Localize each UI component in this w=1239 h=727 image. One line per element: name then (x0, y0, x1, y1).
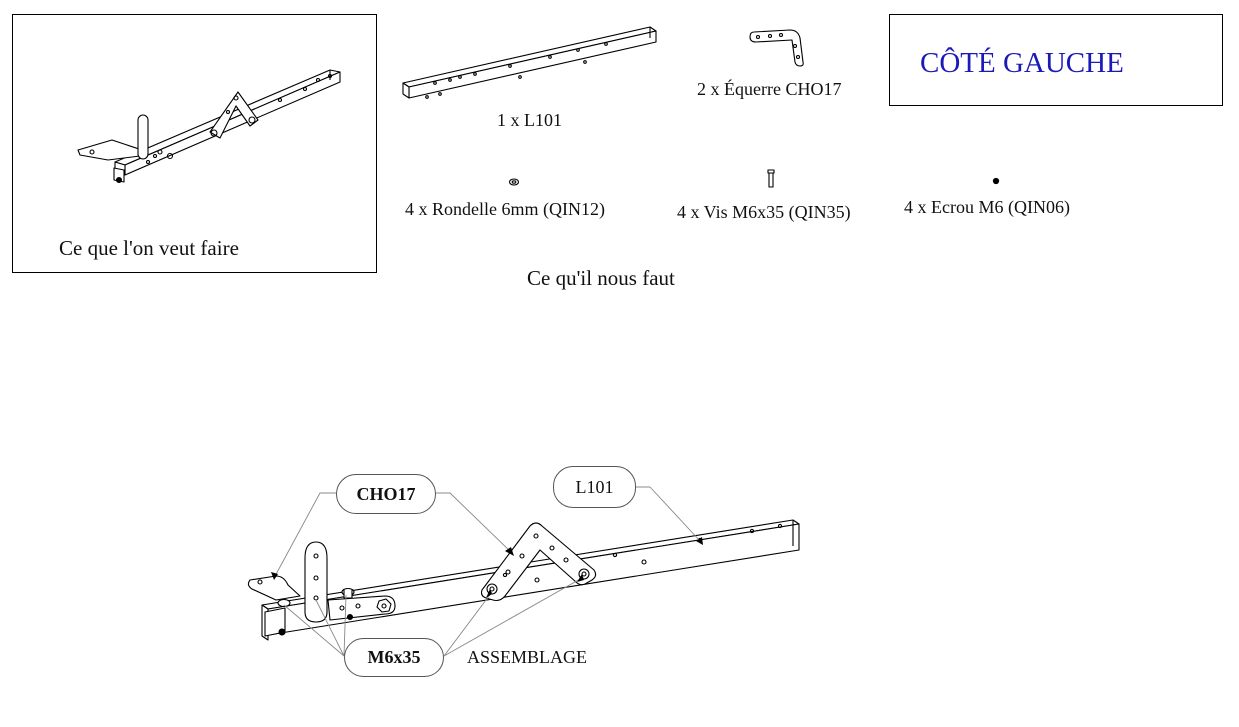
part-nut-label: 4 x Ecrou M6 (QIN06) (904, 197, 1070, 217)
side-title: CÔTÉ GAUCHE (920, 47, 1124, 79)
part-l101-label: 1 x L101 (497, 110, 562, 130)
part-cho17-label: 2 x Équerre CHO17 (697, 79, 842, 99)
callout-l101: L101 (553, 466, 636, 508)
preview-assembly-drawing (77, 69, 341, 184)
parts-caption: Ce qu'il nous faut (527, 266, 675, 290)
side-title-box (889, 14, 1223, 106)
nut-drawing (992, 177, 1000, 185)
leader-lines (273, 486, 702, 657)
assembly-label: ASSEMBLAGE (467, 647, 588, 667)
part-washer-label: 4 x Rondelle 6mm (QIN12) (405, 199, 605, 219)
part-l101-drawing (402, 26, 657, 99)
screw-drawing (767, 169, 775, 188)
goal-caption: Ce que l'on veut faire (59, 236, 239, 260)
part-screw-label: 4 x Vis M6x35 (QIN35) (677, 202, 851, 222)
main-assembly-drawing (247, 519, 800, 641)
callout-cho17: CHO17 (336, 474, 436, 514)
part-cho17-drawing (749, 29, 804, 67)
goal-panel (12, 14, 377, 273)
washer-drawing (508, 178, 520, 186)
callout-m6x35: M6x35 (344, 638, 444, 677)
